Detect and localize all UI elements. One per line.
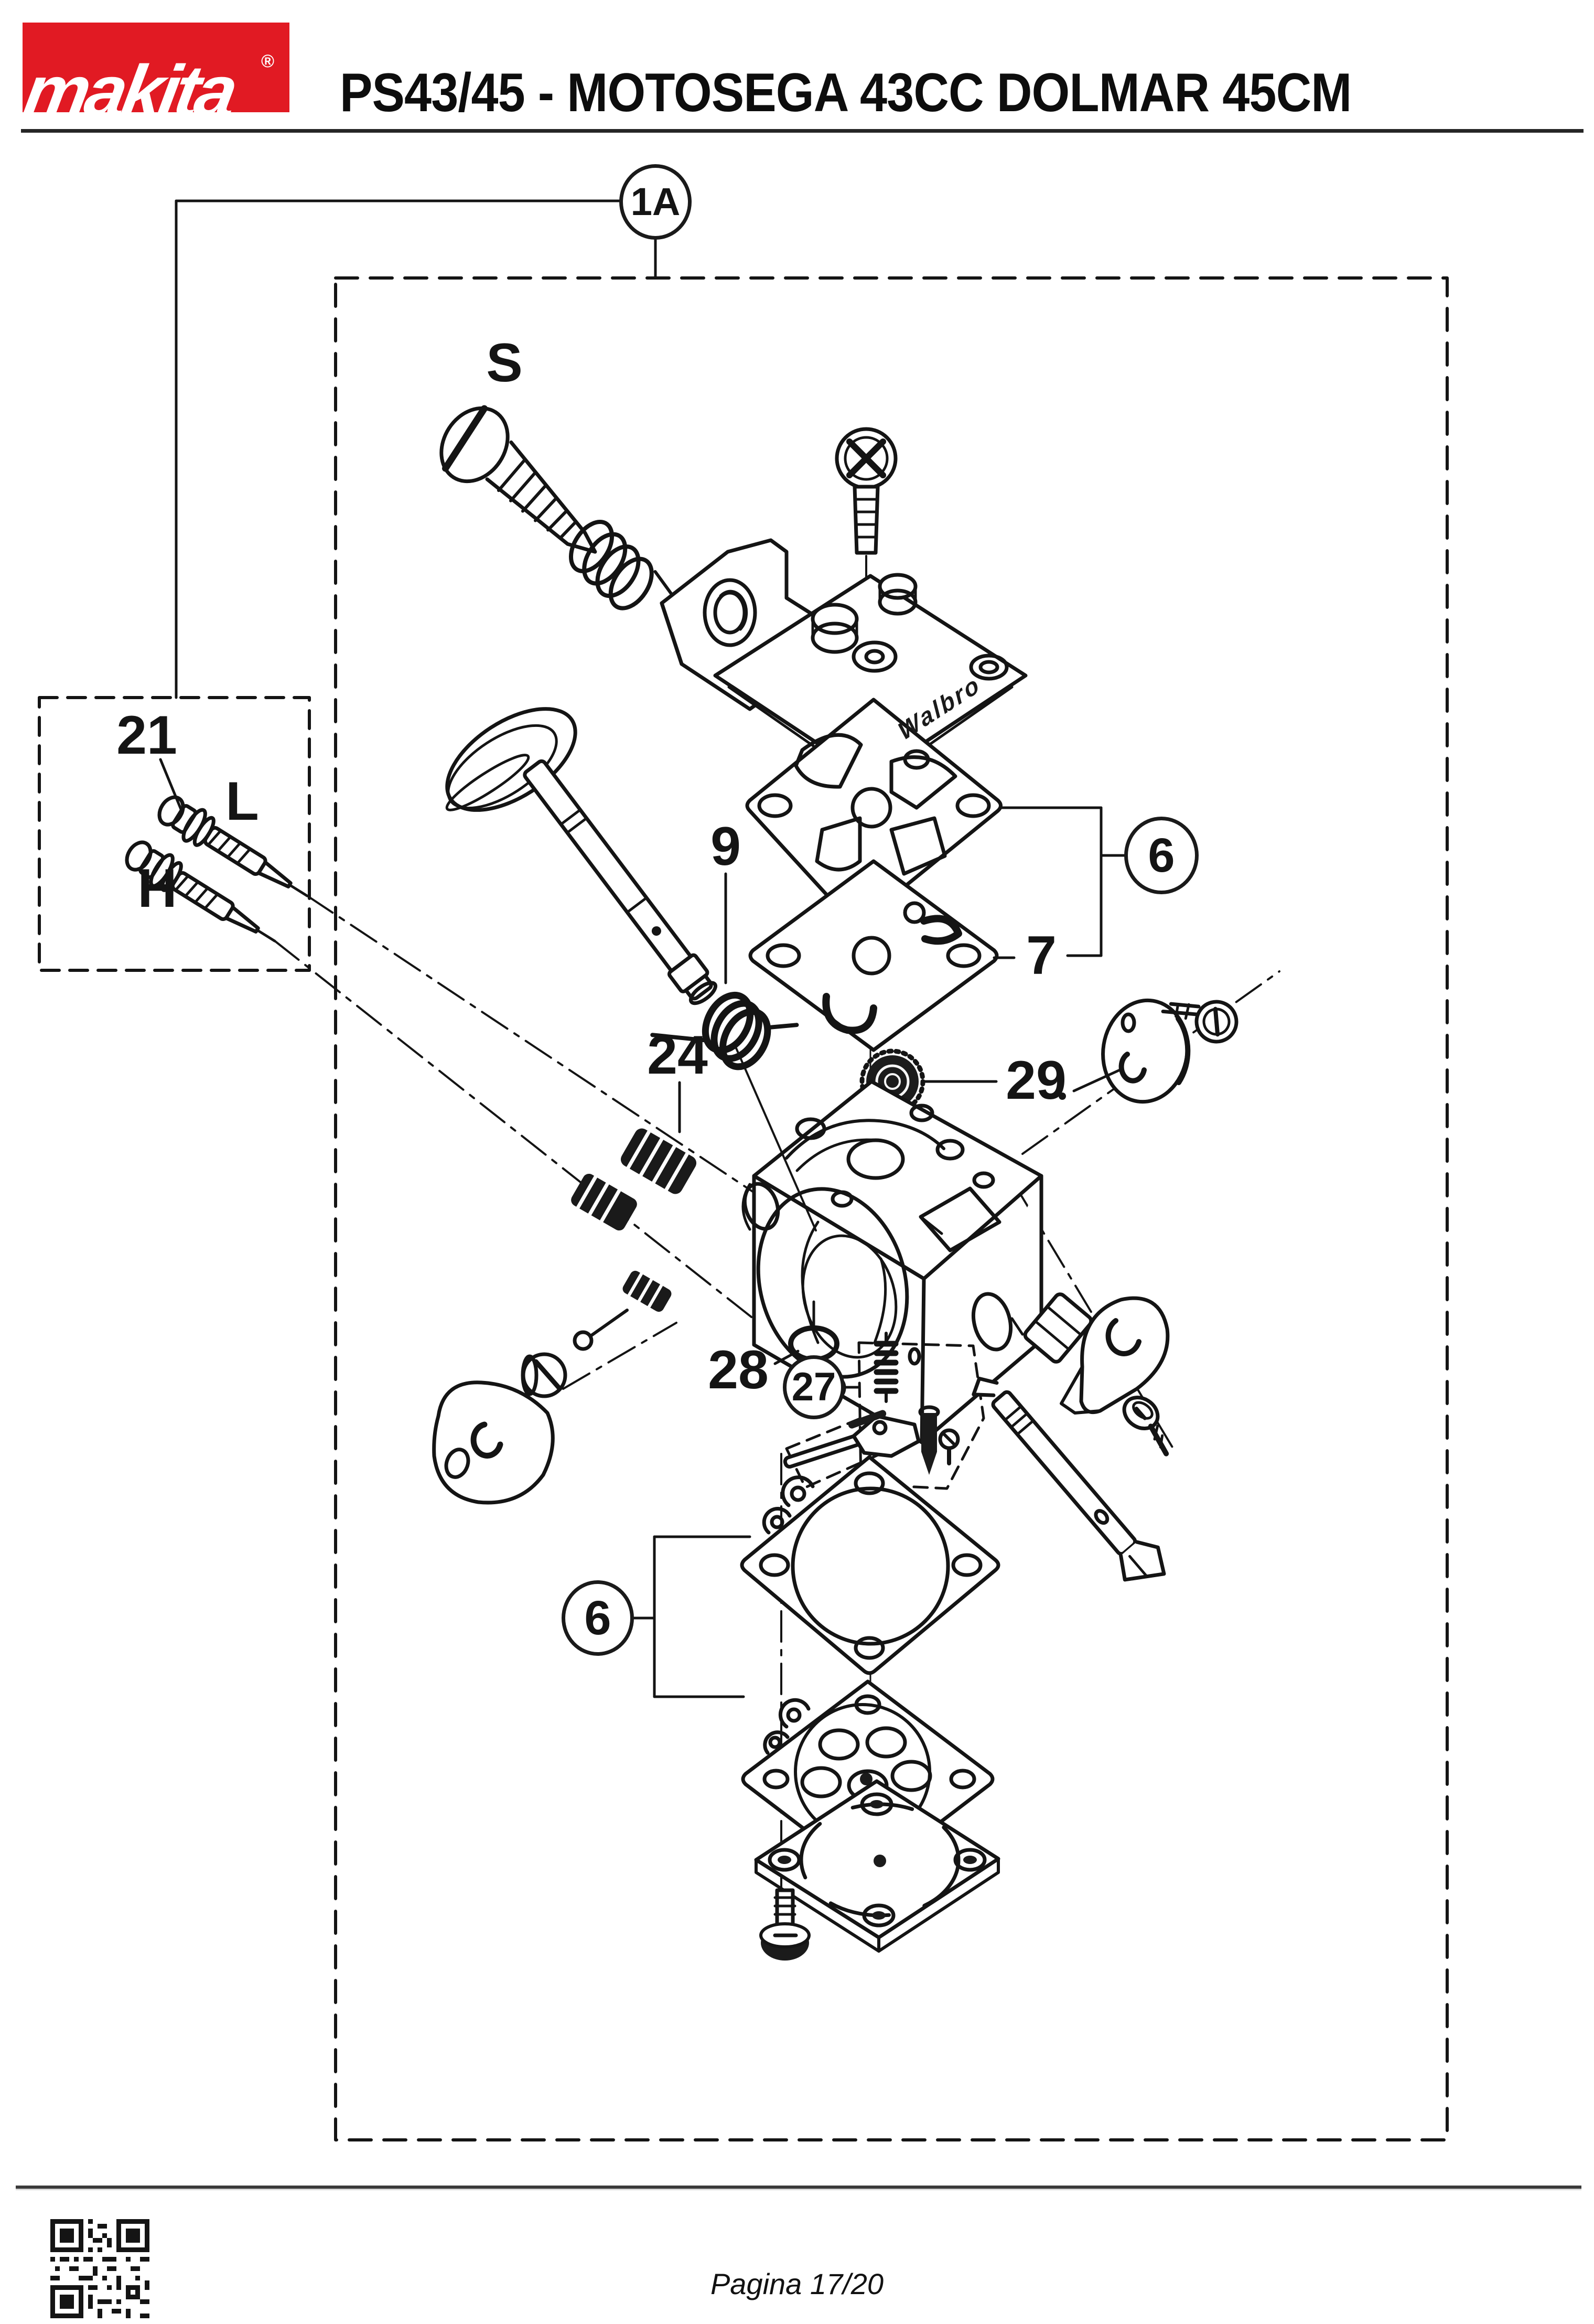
carburetor-body-art	[741, 1079, 1043, 1444]
page-number: Pagina 17/20	[710, 2267, 884, 2300]
cover-disc-art	[1101, 998, 1191, 1104]
callout-circle-27: 27	[783, 1355, 845, 1419]
callout-21: 21	[116, 705, 177, 766]
callout-s: S	[486, 333, 523, 393]
callout-1a-label: 1A	[630, 180, 681, 223]
callout-7: 7	[1026, 925, 1057, 986]
main-assembly-dashed-box	[334, 276, 1449, 2141]
callout-24: 24	[647, 1025, 708, 1086]
callout-l: L	[225, 771, 259, 832]
needle-springs-art	[571, 1128, 697, 1231]
callout-27-label: 27	[791, 1365, 836, 1409]
callout-circle-1a: 1A	[619, 164, 692, 240]
metering-kit-dashed-panel	[785, 1341, 985, 1490]
registered-trademark-icon: ®	[261, 51, 275, 71]
callout-h: H	[137, 858, 177, 919]
metering-parts-art	[783, 1332, 960, 1475]
choke-cam-art	[1060, 1296, 1170, 1415]
leader-lines	[159, 199, 1129, 1698]
idle-screw-art	[439, 405, 597, 554]
footer-divider	[16, 2186, 1581, 2189]
metering-diaphragm-art	[748, 859, 999, 1052]
throttle-return-spring-art	[650, 991, 799, 1070]
callout-circle-6-bottom: 6	[562, 1580, 634, 1656]
bottom-cover-art	[754, 1779, 1000, 1953]
callout-6-bottom-label: 6	[584, 1591, 611, 1645]
fuel-fitting-art	[1023, 1292, 1093, 1364]
friction-spring-art	[573, 1270, 672, 1351]
metering-gasket-art	[740, 1455, 1000, 1675]
qr-code	[50, 2219, 149, 2318]
callout-6-top-label: 6	[1148, 829, 1175, 882]
page-title: PS43/45 - MOTOSEGA 43CC DOLMAR 45CM	[340, 62, 1352, 123]
choke-screw-art	[1122, 1396, 1169, 1456]
pump-cover-screw-art	[759, 1888, 811, 1961]
callout-29: 29	[1006, 1050, 1067, 1111]
callout-28: 28	[708, 1340, 769, 1400]
callout-circle-6-top: 6	[1124, 817, 1199, 894]
throttle-shaft-art	[445, 707, 717, 1005]
idle-cam-plate-art	[432, 1352, 567, 1505]
makita-logo: makita ®	[18, 23, 289, 132]
cover-screw-art	[835, 427, 898, 555]
cover-disc-screw-art	[1161, 1000, 1238, 1044]
choke-shaft-art	[972, 1376, 1166, 1582]
header-divider	[21, 129, 1584, 133]
needle-kit-dashed-box	[38, 696, 311, 972]
callout-9: 9	[710, 816, 741, 877]
